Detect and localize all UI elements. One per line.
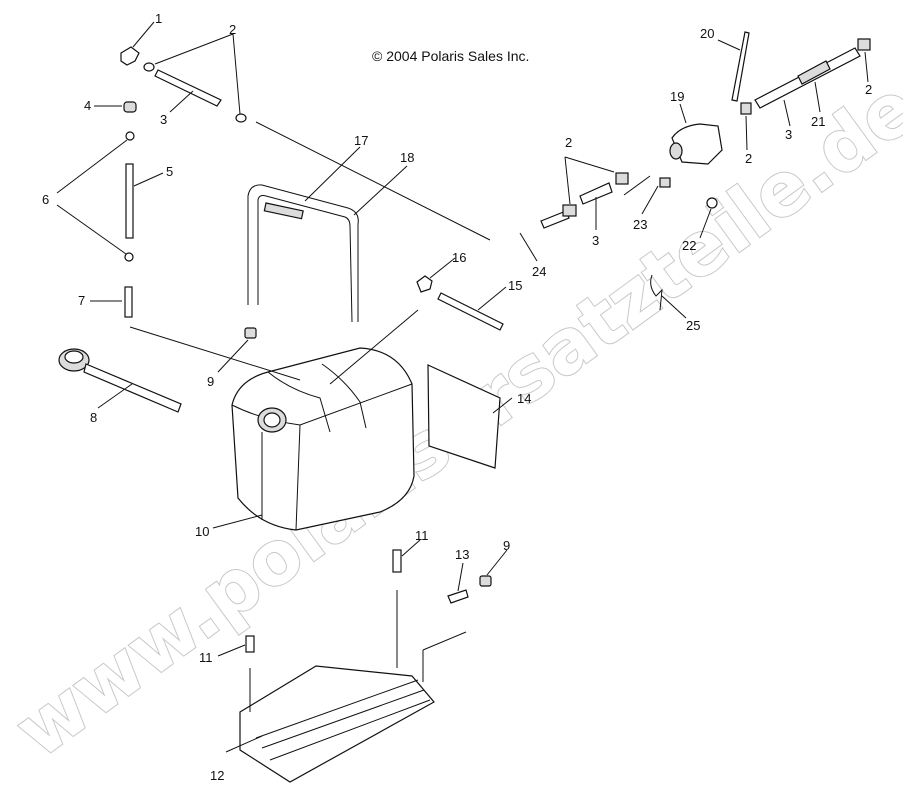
callout-label: 20 [700, 26, 714, 41]
callout-label: 10 [195, 524, 209, 539]
callout-label: 12 [210, 768, 224, 783]
callout-label: 15 [508, 278, 522, 293]
copyright-text: © 2004 Polaris Sales Inc. [372, 48, 529, 64]
part-2-cap-d [615, 172, 629, 185]
part-14-pad [427, 364, 501, 469]
part-5-vent-tube [125, 163, 134, 239]
callout-label: 3 [592, 233, 599, 248]
part-8-fuel-cap-gauge [58, 348, 182, 413]
part-13-bolt [447, 589, 469, 604]
part-2-cap-b [235, 113, 247, 123]
part-1-elbow-fitting [120, 46, 140, 66]
part-6-cap-a [125, 131, 135, 141]
part-20-wire [731, 31, 750, 102]
part-3-tube-b [579, 182, 613, 205]
part-4-grommet [123, 101, 137, 113]
callout-label: 21 [811, 114, 825, 129]
part-7-fitting [124, 286, 133, 318]
callout-label: 11 [199, 650, 213, 665]
callout-label: 3 [785, 127, 792, 142]
part-10-fuel-tank [231, 347, 415, 531]
part-23-nut [659, 177, 671, 188]
callout-label: 18 [400, 150, 414, 165]
callout-label: 3 [160, 112, 167, 127]
part-9-nut-b [479, 575, 492, 587]
part-6-cap-b [124, 252, 134, 262]
part-2-cap-f [857, 38, 871, 51]
callout-label: 7 [78, 293, 85, 308]
callout-label: 9 [207, 374, 214, 389]
part-2-cap-e [740, 102, 752, 115]
part-25-clip [650, 274, 663, 311]
part-21-sleeve [797, 60, 831, 85]
callout-label: 2 [865, 82, 872, 97]
callout-label: 2 [229, 22, 236, 37]
callout-label: 9 [503, 538, 510, 553]
part-12-skid-plate [239, 665, 435, 783]
part-16-elbow-fitting [416, 275, 433, 293]
callout-label: 13 [455, 547, 469, 562]
callout-label: 25 [686, 318, 700, 333]
part-15-hose [437, 292, 504, 331]
part-11-bolt-a [392, 549, 402, 573]
callout-label: 19 [670, 89, 684, 104]
part-17-decal [263, 202, 304, 220]
callout-label: 14 [517, 391, 531, 406]
callout-label: 23 [633, 217, 647, 232]
part-19-fuel-pump [669, 123, 723, 165]
callout-label: 1 [155, 11, 162, 26]
callout-label: 2 [565, 135, 572, 150]
part-2-cap-a [143, 62, 155, 72]
callout-label: 17 [354, 133, 368, 148]
callout-labels: 1 2 2 3 4 6 5 7 8 17 18 9 16 15 10 14 11… [42, 11, 872, 783]
part-18-tank-strap [247, 184, 359, 323]
callout-label: 22 [682, 238, 696, 253]
callout-label: 5 [166, 164, 173, 179]
part-22-screw [706, 197, 718, 209]
callout-label: 16 [452, 250, 466, 265]
part-11-bolt-b [245, 635, 255, 653]
callout-label: 2 [745, 151, 752, 166]
part-2-cap-c [562, 204, 577, 217]
callout-label: 24 [532, 264, 546, 279]
part-3-tube-a [154, 69, 222, 107]
part-24-fitting [540, 210, 570, 229]
part-9-nut-a [244, 327, 257, 339]
callout-label: 11 [415, 528, 429, 543]
leader-lines [56, 21, 869, 753]
callout-label: 8 [90, 410, 97, 425]
callout-label: 4 [84, 98, 91, 113]
callout-label: 6 [42, 192, 49, 207]
